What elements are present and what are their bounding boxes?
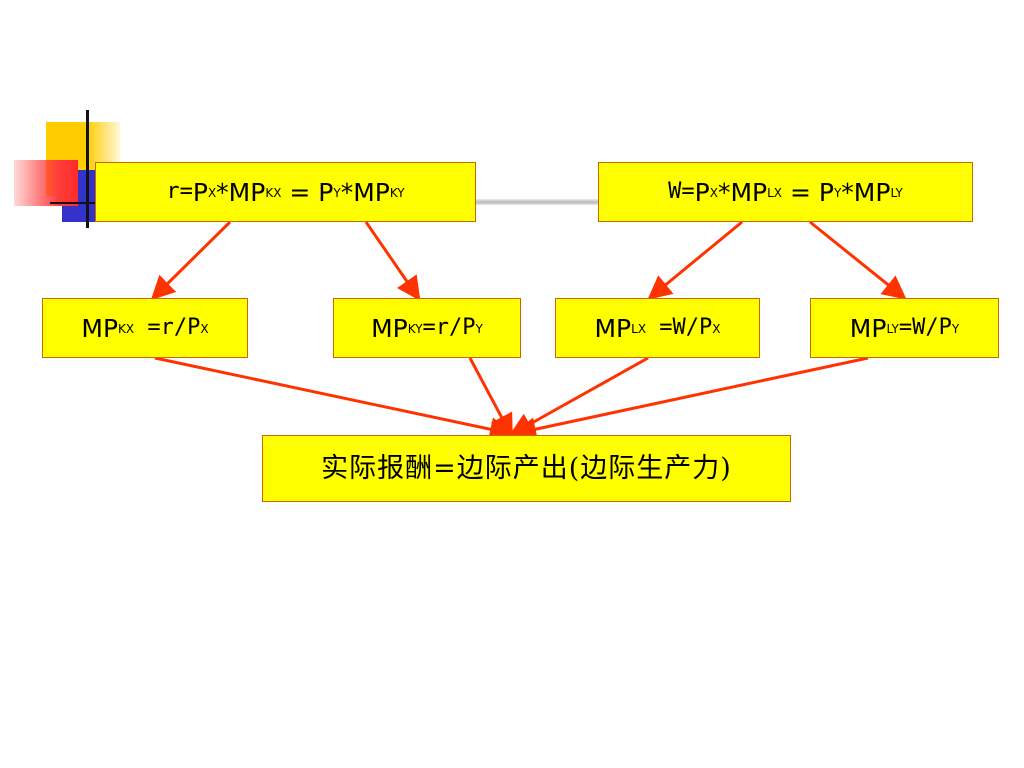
arrow-r-to-mpkx — [150, 220, 232, 301]
multiply-sign: * — [841, 177, 854, 207]
marginal-product-symbol: MP — [730, 177, 768, 207]
price-symbol: P — [818, 177, 834, 207]
marginal-product-subscript: LX — [631, 322, 647, 336]
equation-rhs: =r/P — [422, 315, 476, 340]
real-reward-conclusion-box: 实际报酬=边际产出(边际生产力) — [262, 435, 791, 502]
equation-lhs: W= — [668, 179, 695, 204]
arrow-mplx-to-result — [508, 356, 649, 436]
equation-lhs: r= — [166, 179, 193, 204]
marginal-product-symbol: MP — [81, 313, 119, 343]
marginal-product-subscript: LX — [767, 186, 783, 200]
decor-red-square — [14, 160, 78, 206]
marginal-product-symbol: MP — [228, 177, 266, 207]
equation-rhs: =W/P — [646, 315, 713, 340]
conclusion-text: 实际报酬=边际产出(边际生产力) — [321, 453, 732, 484]
marginal-product-symbol: MP — [371, 313, 408, 343]
arrow-mply-to-result — [512, 356, 869, 441]
price-subscript: X — [709, 186, 718, 200]
equals-sign: = — [281, 177, 319, 207]
arrow-w-to-mplx — [647, 220, 743, 300]
marginal-product-subscript: KX — [265, 186, 282, 200]
price-subscript: Y — [475, 322, 483, 336]
marginal-product-symbol: MP — [853, 177, 891, 207]
price-subscript: X — [207, 186, 217, 200]
marginal-product-subscript: LY — [886, 322, 899, 336]
equation-rhs: =W/P — [898, 315, 952, 340]
multiply-sign: * — [216, 177, 229, 207]
decor-horizontal-line — [50, 202, 108, 204]
decor-vertical-line — [86, 110, 89, 228]
price-subscript: Y — [833, 186, 842, 200]
price-subscript: Y — [951, 322, 960, 336]
marginal-product-symbol: MP — [353, 177, 390, 207]
marginal-product-subscript: KY — [407, 322, 423, 336]
equation-rhs: =r/P — [134, 315, 201, 340]
price-subscript: Y — [333, 186, 341, 200]
equals-sign: = — [782, 177, 819, 207]
marginal-product-symbol: MP — [849, 313, 887, 343]
arrow-r-to-mpky — [364, 221, 421, 301]
multiply-sign: * — [717, 177, 731, 207]
arrow-w-to-mply — [809, 220, 907, 300]
price-subscript: X — [200, 322, 209, 336]
marginal-product-subscript: KY — [389, 186, 405, 200]
marginal-product-subscript: KX — [118, 322, 135, 336]
price-symbol: P — [192, 177, 208, 207]
price-symbol: P — [694, 177, 710, 207]
marginal-product-subscript: LY — [890, 186, 903, 200]
multiply-sign: * — [340, 177, 354, 207]
marginal-product-symbol: MP — [594, 313, 632, 343]
arrow-mpky-to-result — [468, 357, 513, 439]
price-subscript: X — [712, 322, 721, 336]
arrow-mpkx-to-result — [154, 356, 514, 441]
price-symbol: P — [318, 177, 334, 207]
